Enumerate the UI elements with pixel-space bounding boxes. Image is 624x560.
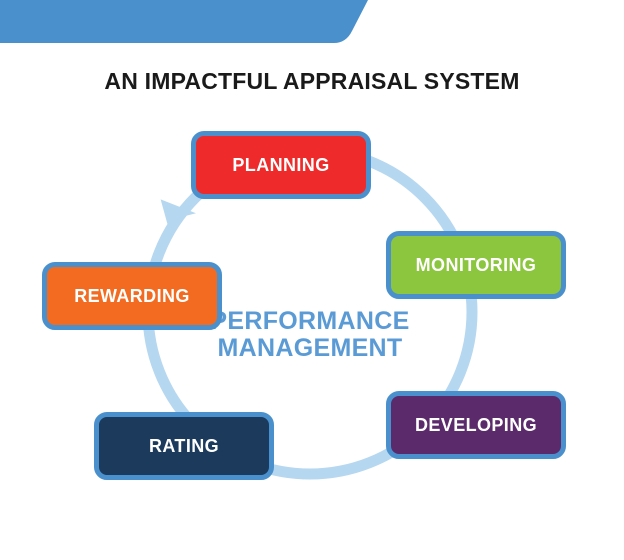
stage-label-monitoring: MONITORING (415, 254, 537, 275)
stage-box-rewarding[interactable]: REWARDING (42, 262, 222, 330)
stage-label-planning: PLANNING (232, 154, 330, 175)
stage-box-developing[interactable]: DEVELOPING (386, 391, 566, 459)
stage-label-developing: DEVELOPING (414, 414, 538, 435)
cycle-arrowhead (160, 199, 197, 237)
center-caption-line-2: MANAGEMENT (217, 334, 403, 362)
page-title: AN IMPACTFUL APPRAISAL SYSTEM (104, 68, 520, 94)
banner-shape (0, 0, 368, 43)
stage-box-monitoring[interactable]: MONITORING (386, 231, 566, 299)
stage-box-rating[interactable]: RATING (94, 412, 274, 480)
stage-label-rating: RATING (148, 435, 220, 456)
center-caption: PERFORMANCE MANAGEMENT (190, 308, 430, 362)
stage-box-planning[interactable]: PLANNING (191, 131, 371, 199)
header-banner (0, 0, 368, 43)
center-caption-line-1: PERFORMANCE (210, 307, 410, 335)
stage-label-rewarding: REWARDING (74, 285, 190, 306)
performance-management-cycle: PERFORMANCE MANAGEMENT PLANNING MONITORI… (0, 100, 624, 520)
